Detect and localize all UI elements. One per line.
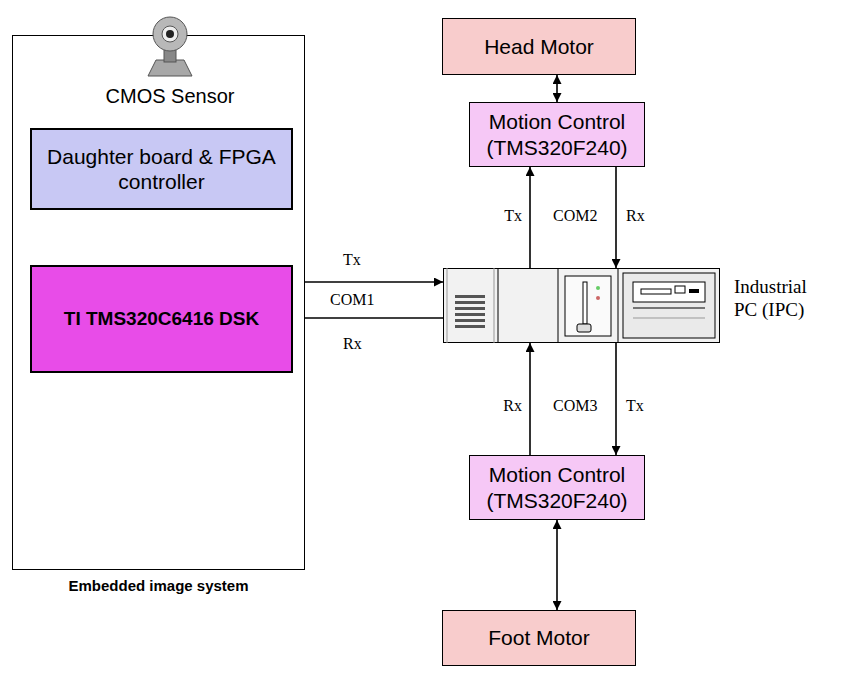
port-label: Tx [626,398,644,414]
port-label: COM3 [553,398,597,414]
node-label: Embedded image system [13,577,304,595]
dsp-box: TI TMS320C6416 DSK [30,265,293,373]
port-label: Rx [503,398,522,414]
pc-node: Industrial PC (IPC) [443,268,720,343]
port-label: Tx [343,252,361,268]
port-label: Tx [504,208,522,224]
node-label: Motion Control (TMS320F240) [476,109,638,159]
node-label: CMOS Sensor [100,84,240,108]
system-frame: CMOS SensorDaughter board & FPGA control… [12,35,305,570]
port-label: COM2 [553,208,597,224]
port-label: Rx [343,336,362,352]
node-label: Industrial PC (IPC) [734,276,822,322]
motor-box: Foot Motor [442,610,636,666]
signal-arrow [615,167,617,268]
node-label: Head Motor [484,34,594,59]
signal-arrow [529,343,531,455]
industrial-pc-illustration [443,268,720,343]
port-label: COM1 [330,292,374,308]
signal-arrow [293,281,443,283]
motion-box: Motion Control (TMS320F240) [469,455,645,520]
port-label: Rx [626,208,645,224]
sensor-node: CMOS Sensor [110,8,230,113]
node-label: TI TMS320C6416 DSK [64,308,259,331]
signal-arrow [556,520,558,610]
motor-box: Head Motor [442,18,636,75]
node-label: Motion Control (TMS320F240) [476,462,638,512]
fpga-box: Daughter board & FPGA controller [30,128,293,210]
camera-icon [110,8,230,83]
signal-arrow [556,75,558,102]
signal-arrow [293,317,443,319]
node-label: Daughter board & FPGA controller [38,144,285,194]
signal-arrow [615,343,617,455]
node-label: Foot Motor [488,625,590,650]
signal-arrow [529,167,531,268]
motion-box: Motion Control (TMS320F240) [469,102,645,167]
